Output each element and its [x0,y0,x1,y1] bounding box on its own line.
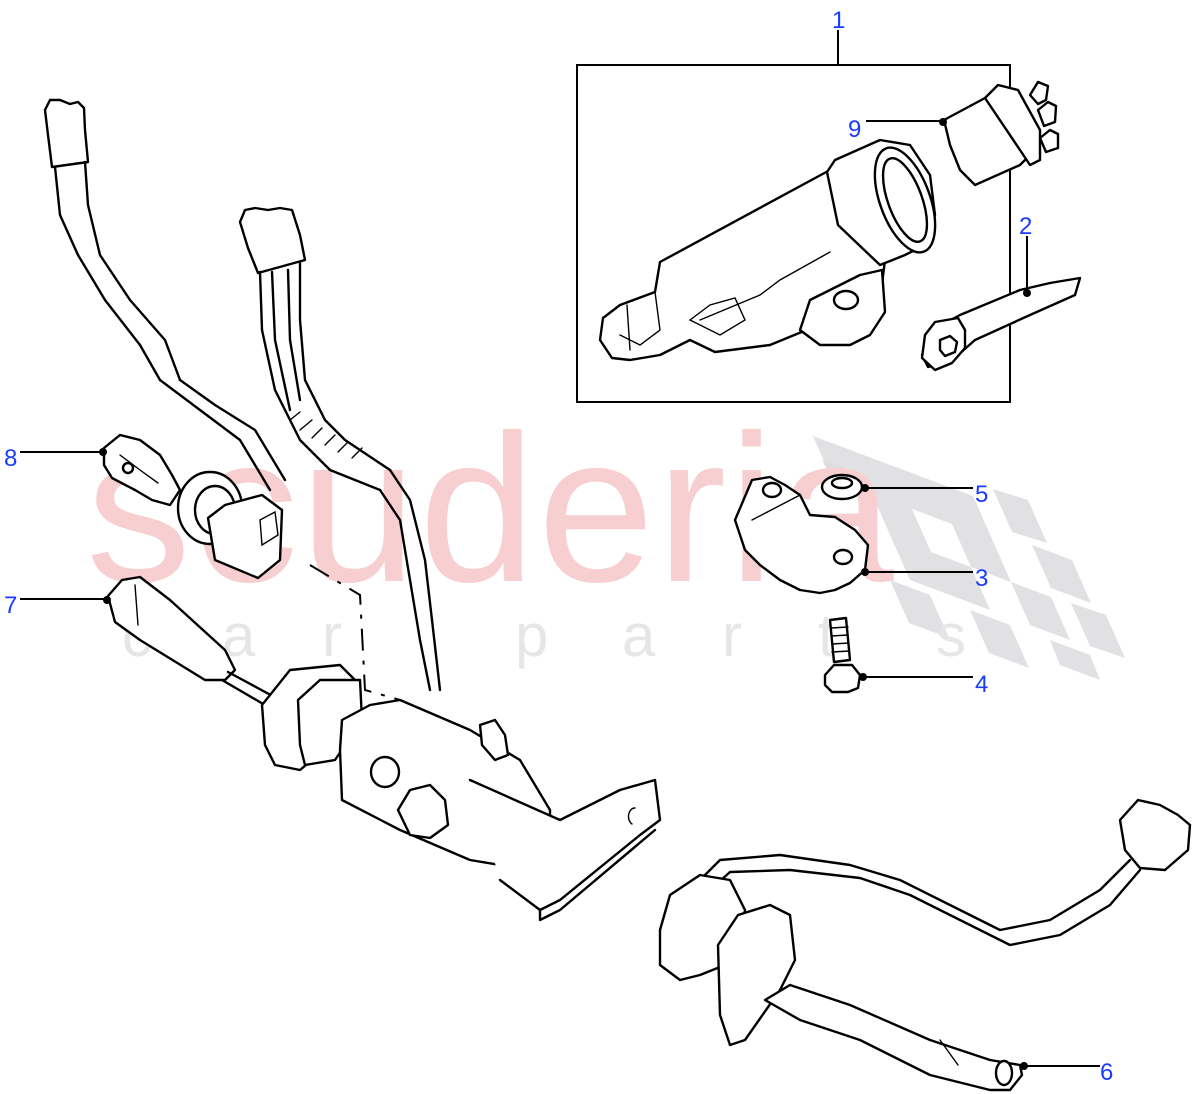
callout-6[interactable]: 6 [1020,1059,1113,1086]
wiring-harness-left[interactable] [43,98,442,692]
watermark-checker-flag [813,436,1125,680]
callout-1[interactable]: 1 [832,7,845,34]
callout-label-5: 5 [975,481,988,508]
callout-label-2: 2 [1019,213,1032,240]
steering-lock-clamp[interactable] [733,475,870,595]
callout-9[interactable]: 9 [848,116,947,143]
callout-5[interactable]: 5 [861,481,988,508]
callout-7[interactable]: 7 [4,592,111,619]
ignition-assembly-box[interactable] [576,30,1011,403]
ignition-connector-block[interactable] [942,80,1060,187]
callout-label-4: 4 [975,671,988,698]
washer[interactable] [820,473,864,501]
callout-3[interactable]: 3 [861,565,988,592]
column-switch-housing[interactable] [260,663,662,922]
multiplug-connector[interactable] [176,470,284,580]
ignition-key[interactable] [920,276,1082,372]
callout-8[interactable]: 8 [4,445,107,472]
ignition-lock-barrel[interactable] [598,138,947,362]
wiper-switch-assembly[interactable] [658,798,1192,1092]
callout-2[interactable]: 2 [1019,213,1032,297]
callout-label-3: 3 [975,565,988,592]
callout-label-9: 9 [848,116,861,143]
callout-label-6: 6 [1100,1059,1113,1086]
shear-bolt[interactable] [823,616,862,694]
callout-label-1: 1 [832,7,845,34]
assembly-guide-line [309,564,401,701]
callout-label-8: 8 [4,445,17,472]
stalk-end-cap[interactable] [102,433,182,507]
callout-4[interactable]: 4 [859,671,988,698]
callout-label-7: 7 [4,592,17,619]
